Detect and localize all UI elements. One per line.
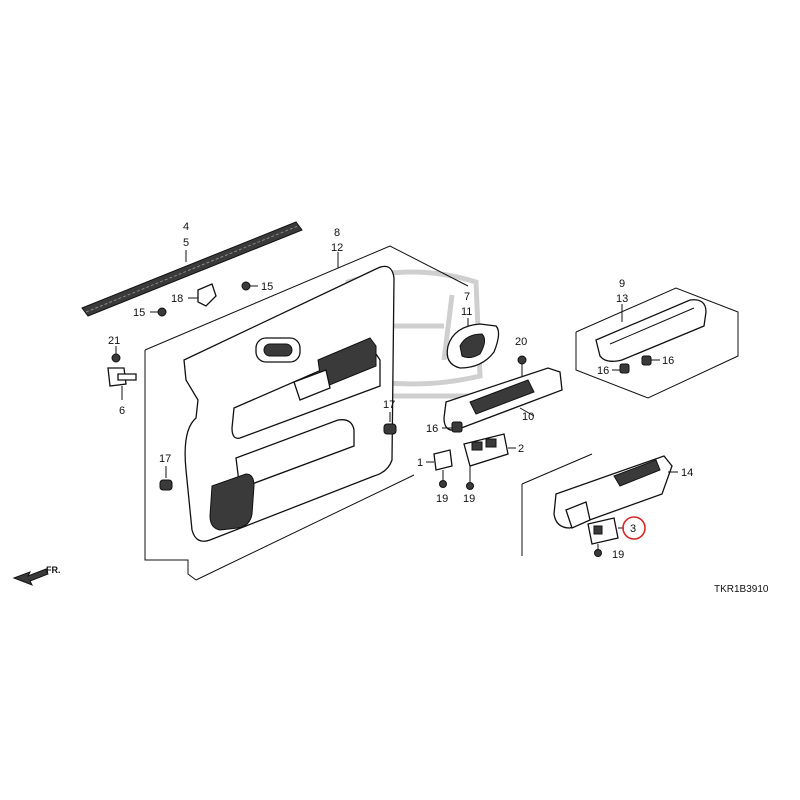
part-16-clip-b [612,363,630,374]
callout-15-b: 15 [133,307,145,319]
part-9-13-garnish [595,299,707,362]
part-3-highlight-ring [622,516,646,540]
part-14-armrest [553,455,678,529]
callout-5: 5 [183,237,189,249]
callout-21: 21 [108,335,120,347]
part-18-clip [197,283,217,307]
callout-16-c: 16 [662,355,674,367]
callout-13: 13 [616,293,628,305]
diagram-code: TKR1B3910 [714,584,769,595]
callout-19-b: 19 [463,493,475,505]
armrest-box [521,453,593,556]
callout-11: 11 [461,306,472,318]
callout-8: 8 [334,227,340,239]
callout-9: 9 [619,278,625,290]
part-10-armrest-base [443,367,563,431]
callout-17-a: 17 [383,399,395,411]
callout-12: 12 [331,242,343,254]
callout-7: 7 [464,291,470,303]
callout-20: 20 [515,336,527,348]
front-arrow-label: FR. [46,565,61,575]
garnish-box [575,287,739,399]
callout-4: 4 [183,221,189,233]
part-20-screw [517,355,527,376]
callout-10: 10 [522,411,534,423]
part-16-clip-c [641,355,660,366]
part-15-screw-b [157,307,167,317]
callout-1: 1 [417,457,423,469]
callout-3: 3 [630,523,636,535]
door-lining-panel [183,265,395,542]
door-lining-box [144,245,469,581]
part-16-clip-a [442,421,463,433]
part-7-11-handle [446,318,500,369]
callout-15-a: 15 [261,281,273,293]
part-21-6-bracket [107,346,137,400]
part-3-switch [587,517,624,550]
part-19-screw-a [439,480,447,488]
callout-2: 2 [518,443,524,455]
part-1-switch [426,449,453,480]
callout-6: 6 [119,405,125,417]
part-15-screw-a [241,281,251,291]
part-19-screw-c [594,549,602,557]
callout-18: 18 [171,293,183,305]
part-19-screw-b [466,482,474,490]
callout-19-a: 19 [436,493,448,505]
callout-16-a: 16 [426,423,438,435]
part-17-clip-a [383,412,397,435]
callout-19-c: 19 [612,549,624,561]
part-17-clip-b [159,466,173,491]
door-weatherstrip [81,221,303,317]
callout-17-b: 17 [159,453,171,465]
part-2-master-switch [463,433,516,482]
front-arrow-icon [12,568,49,586]
callout-16-b: 16 [597,365,609,377]
callout-14: 14 [681,467,693,479]
